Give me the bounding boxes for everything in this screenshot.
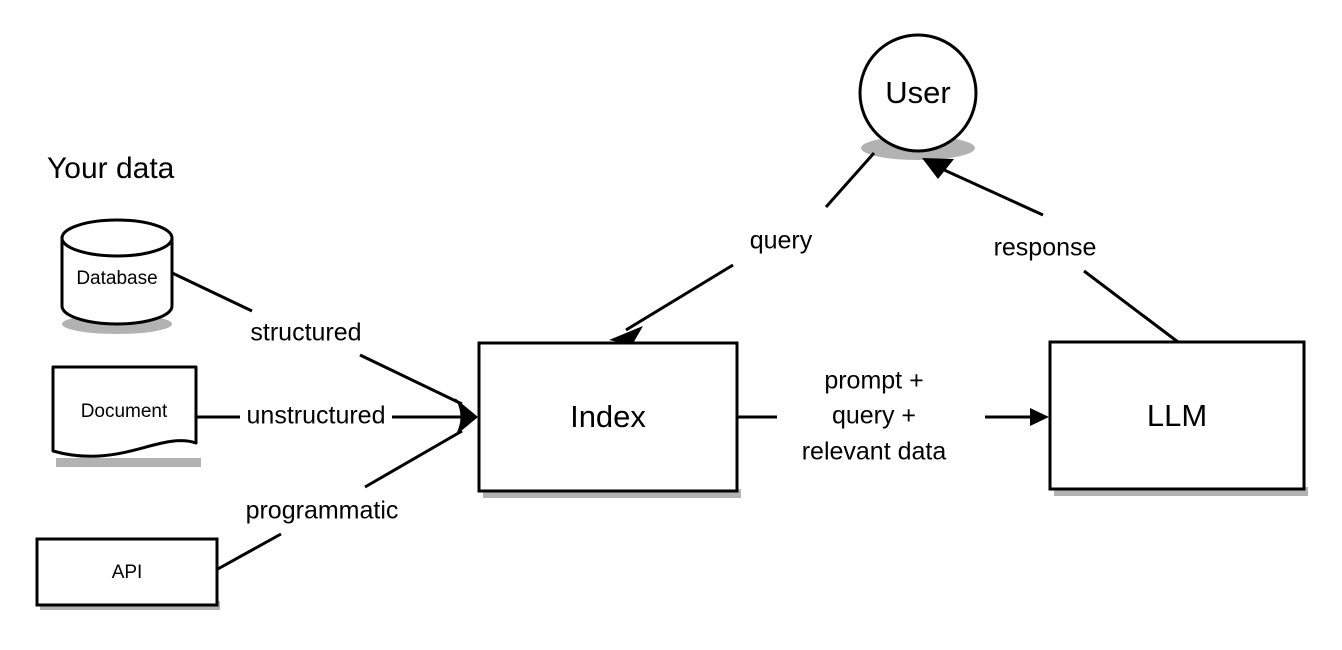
edge-label-structured: structured (250, 319, 361, 347)
edge-structured (167, 269, 463, 406)
database-label: Database (76, 268, 157, 289)
edge-label-response: response (994, 234, 1097, 262)
index-label: Index (570, 399, 646, 434)
edge-label-prompt-line3: relevant data (802, 438, 947, 466)
node-document[interactable]: Document (51, 365, 198, 458)
edge-label-prompt-block: prompt + query + relevant data (802, 367, 947, 466)
llm-shadow (1054, 487, 1308, 496)
edge-query (609, 152, 876, 345)
index-input-arrowhead (455, 398, 478, 436)
edge-label-prompt-line1: prompt + (824, 367, 923, 395)
index-shadow (483, 489, 741, 498)
edge-programmatic-seg1 (215, 532, 282, 572)
user-body (858, 33, 978, 153)
query-arrowhead (609, 326, 643, 345)
edge-label-programmatic: programmatic (246, 497, 399, 525)
edge-programmatic (215, 429, 463, 572)
edge-query-seg1 (824, 152, 876, 208)
database-body (60, 236, 174, 326)
page-title: Your data (47, 152, 175, 185)
api-body (35, 537, 219, 607)
user-label: User (885, 75, 950, 110)
node-user[interactable]: User (858, 33, 978, 153)
document-shadow (56, 458, 201, 467)
edge-structured-seg1 (167, 269, 253, 313)
document-body (51, 365, 198, 458)
response-arrowhead (922, 158, 954, 179)
llm-input-arrowhead (1030, 408, 1049, 426)
database-top-ellipse (60, 218, 174, 258)
llm-label: LLM (1147, 398, 1207, 433)
node-index[interactable]: Index (477, 341, 739, 493)
llm-body (1048, 340, 1306, 491)
edge-programmatic-seg2 (364, 429, 463, 489)
api-label: API (112, 562, 143, 583)
edge-label-prompt-line2: query + (832, 402, 916, 430)
edge-response-seg2 (941, 167, 1044, 217)
node-database[interactable]: Database (60, 218, 174, 326)
edge-label-unstructured: unstructured (247, 402, 386, 430)
node-api[interactable]: API (35, 537, 219, 607)
edge-query-seg2 (625, 263, 734, 332)
edge-index-to-llm (737, 408, 1049, 426)
index-body (477, 341, 739, 493)
document-label: Document (81, 401, 168, 422)
edge-response-seg1 (1083, 269, 1179, 344)
edge-label-query: query (750, 227, 813, 255)
node-llm[interactable]: LLM (1048, 340, 1306, 491)
edge-response (922, 158, 1179, 344)
edge-structured-seg2 (359, 353, 463, 406)
